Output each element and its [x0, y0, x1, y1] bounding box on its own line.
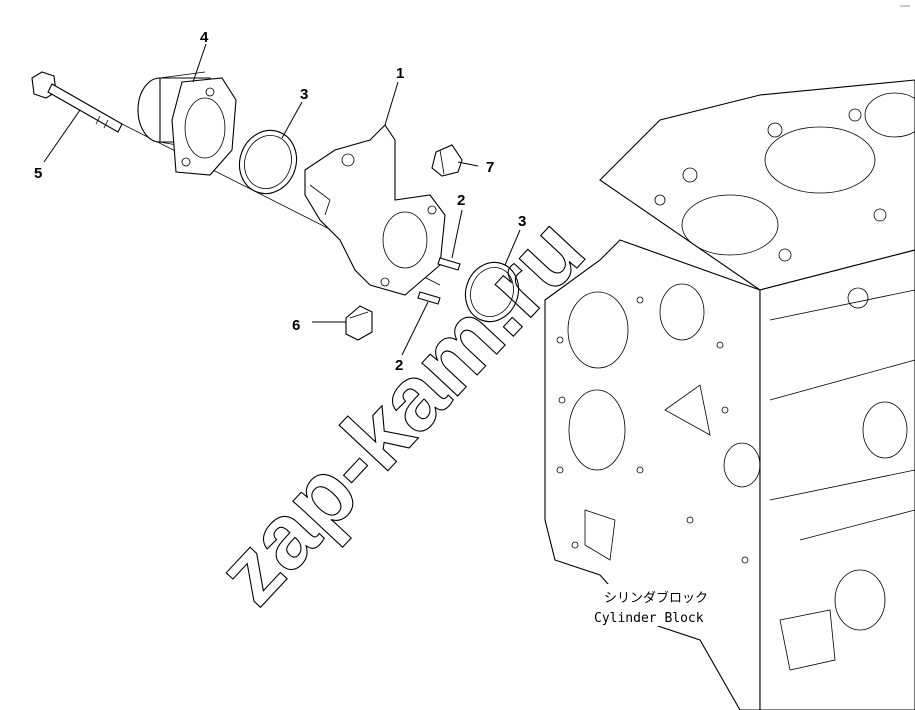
callout-3b: 3	[518, 213, 526, 230]
callout-4: 4	[200, 29, 209, 46]
callout-2a: 2	[457, 192, 465, 209]
callout-2b: 2	[395, 357, 403, 374]
part-7-plug	[431, 144, 463, 177]
part-4-flange-pipe	[137, 71, 237, 176]
block-label-en: Cylinder Block	[594, 611, 704, 626]
callout-5: 5	[34, 165, 42, 182]
block-label-jp: シリンダブロック	[604, 590, 708, 606]
callouts: 1 4 3 5 7 2 3 6 2	[34, 29, 526, 374]
callout-3a: 3	[300, 86, 308, 103]
part-1-housing	[304, 124, 446, 296]
part-2-pins	[417, 257, 461, 305]
callout-1: 1	[396, 65, 404, 82]
callout-6: 6	[292, 317, 300, 334]
part-3-o-ring-left	[238, 129, 298, 195]
leader-lines	[43, 43, 521, 356]
part-3-o-ring-right	[464, 261, 520, 323]
part-6-plug	[345, 305, 373, 341]
callout-7: 7	[486, 159, 494, 176]
cylinder-block-label: シリンダブロック Cylinder Block	[590, 584, 732, 626]
